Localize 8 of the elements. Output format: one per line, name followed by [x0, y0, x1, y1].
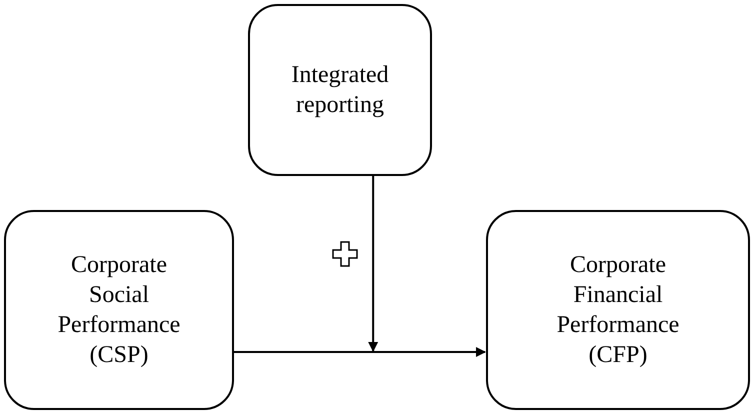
arrow — [234, 347, 486, 357]
box-label: Corporate Financial Performance (CFP) — [556, 251, 680, 370]
rounded-box — [4, 210, 234, 410]
rounded-box — [486, 210, 750, 410]
arrow — [368, 176, 378, 352]
rounded-box — [248, 4, 432, 176]
box-label: Integrated reporting — [290, 61, 390, 120]
box-label: Corporate Social Performance (CSP) — [56, 251, 182, 370]
